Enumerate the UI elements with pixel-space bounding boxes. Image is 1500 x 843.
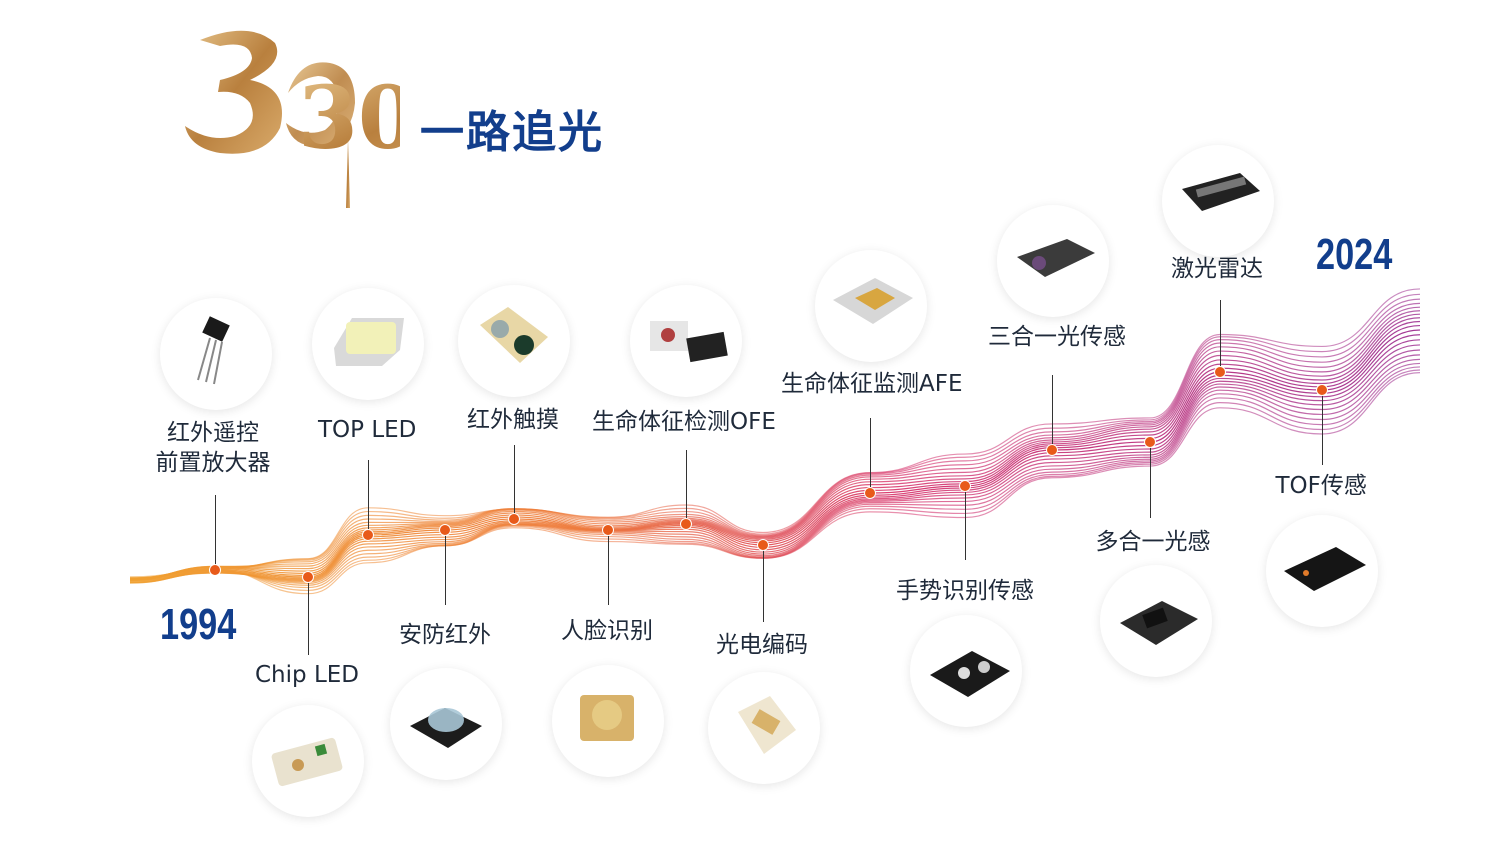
- milestone-leader-line: [308, 577, 309, 655]
- milestone-dot: [864, 487, 876, 499]
- wave-strand: [129, 358, 1421, 585]
- milestone-leader-line: [514, 445, 515, 519]
- milestone-dot: [959, 480, 971, 492]
- milestone-label: 光电编码: [716, 632, 808, 658]
- wave-strand: [129, 362, 1421, 586]
- milestone-label: 多合一光感: [1095, 529, 1211, 555]
- wave-strand: [129, 310, 1421, 581]
- milestone-dot: [362, 529, 374, 541]
- year-start: 1994: [160, 600, 237, 649]
- page-title: 一路追光: [420, 107, 604, 158]
- milestone-label: TOP LED: [318, 417, 417, 443]
- milestone-leader-line: [608, 530, 609, 605]
- milestone-leader-line: [1322, 390, 1323, 465]
- milestone-dot: [757, 539, 769, 551]
- milestone-leader-line: [215, 495, 216, 570]
- chip-led-icon: [252, 705, 364, 817]
- wave-strand: [129, 306, 1421, 581]
- milestone-dot: [209, 564, 221, 576]
- milestone-leader-line: [1220, 300, 1221, 372]
- milestone-label: 红外遥控 前置放大器: [155, 420, 271, 476]
- milestone-label: 生命体征检测OFE: [592, 409, 776, 435]
- multi-in-one-sensor-icon: [1100, 565, 1212, 677]
- top-led-icon: [312, 288, 424, 400]
- vital-afe-module-icon: [815, 250, 927, 362]
- milestone-label: 生命体征监测AFE: [781, 371, 963, 397]
- milestone-label: 激光雷达: [1171, 256, 1263, 282]
- milestone-leader-line: [763, 545, 764, 622]
- milestone-leader-line: [870, 418, 871, 493]
- optical-encoder-icon: [708, 672, 820, 784]
- milestone-leader-line: [368, 460, 369, 535]
- milestone-label: 人脸识别: [561, 618, 653, 644]
- wave-strand: [129, 313, 1421, 581]
- milestone-label: 手势识别传感: [896, 578, 1034, 604]
- wave-strand: [129, 288, 1421, 578]
- milestone-label: 三合一光传感: [988, 324, 1126, 350]
- milestone-label: 红外触摸: [467, 407, 559, 433]
- milestone-dot: [1144, 436, 1156, 448]
- milestone-dot: [508, 513, 520, 525]
- milestone-leader-line: [445, 530, 446, 605]
- milestone-leader-line: [1150, 442, 1151, 518]
- year-end: 2024: [1316, 230, 1393, 279]
- wave-strand: [129, 302, 1421, 581]
- milestone-dot: [1316, 384, 1328, 396]
- ir-dome-led-icon: [390, 668, 502, 780]
- milestone-dot: [1214, 366, 1226, 378]
- milestone-dot: [680, 518, 692, 530]
- milestone-dot: [602, 524, 614, 536]
- wave-strand: [129, 372, 1421, 595]
- ir-receiver-3pin-icon: [160, 298, 272, 410]
- wave-strand: [129, 344, 1421, 581]
- anniversary-logo: 30年: [185, 30, 400, 208]
- milestone-leader-line: [1052, 375, 1053, 450]
- milestone-label: 安防红外: [399, 622, 491, 648]
- gesture-sensor-icon: [910, 615, 1022, 727]
- milestone-leader-line: [686, 450, 687, 524]
- milestone-label: TOF传感: [1275, 473, 1367, 499]
- milestone-dot: [302, 571, 314, 583]
- vital-ofe-module-icon: [630, 285, 742, 397]
- lidar-chip-icon: [1162, 145, 1274, 257]
- wave-strand: [129, 298, 1421, 581]
- wave-strand: [129, 354, 1421, 583]
- milestone-dot: [1046, 444, 1058, 456]
- tof-sensor-icon: [1266, 515, 1378, 627]
- milestone-leader-line: [965, 486, 966, 560]
- milestone-label: Chip LED: [255, 662, 359, 688]
- milestone-dot: [439, 524, 451, 536]
- three-in-one-sensor-icon: [997, 205, 1109, 317]
- svg-text:30年: 30年: [298, 68, 400, 169]
- ir-touch-sensor-icon: [458, 285, 570, 397]
- face-recognition-led-icon: [552, 665, 664, 777]
- wave-strand: [129, 293, 1421, 580]
